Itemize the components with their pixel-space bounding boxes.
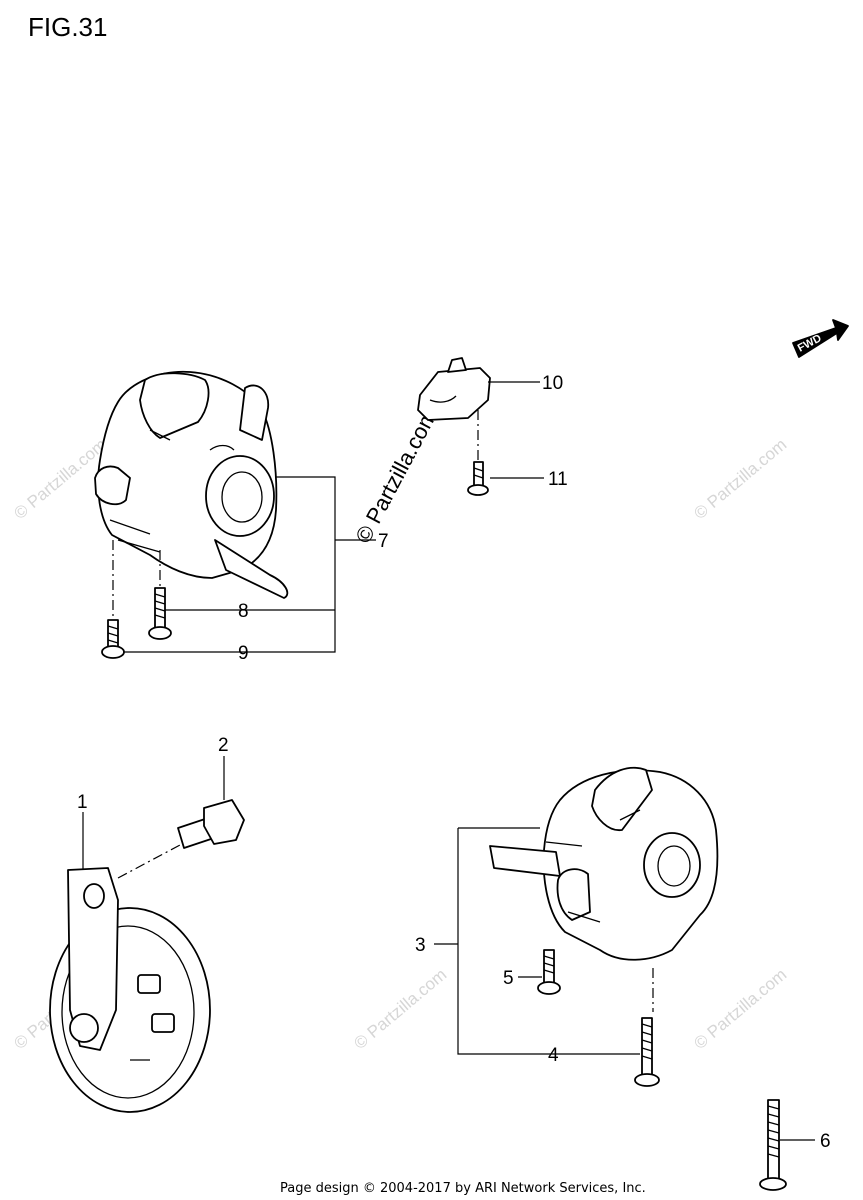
callout-6: 6	[820, 1131, 831, 1152]
left-handlebar-switch	[94, 370, 289, 599]
right-handlebar-switch	[489, 766, 719, 961]
horn-bolt	[177, 799, 245, 849]
screw-6	[759, 1099, 787, 1191]
callout-10: 10	[542, 373, 563, 394]
screw-4	[634, 1017, 660, 1087]
figure-title: FIG.31	[28, 12, 107, 42]
callout-8: 8	[238, 601, 249, 622]
switch-knob	[417, 357, 491, 421]
horn	[49, 867, 211, 1113]
callout-labels: 1 2 3 4 5 6 7 8 9 10 11	[77, 373, 831, 1152]
screw-11	[467, 461, 489, 496]
callout-7: 7	[378, 531, 389, 552]
callout-4: 4	[548, 1045, 559, 1066]
callout-2: 2	[218, 735, 229, 756]
footer-copyright: Page design © 2004-2017 by ARI Network S…	[280, 1181, 646, 1196]
callout-11: 11	[548, 469, 568, 490]
callout-5: 5	[503, 968, 514, 989]
watermark-main: © Partzilla.com	[350, 405, 442, 548]
screw-5	[537, 949, 561, 995]
screw-8	[148, 587, 172, 640]
fwd-arrow-icon: FWD	[792, 319, 849, 358]
watermark-text: © Partzilla.com	[690, 965, 790, 1053]
watermark-text: © Partzilla.com	[350, 965, 450, 1053]
callout-3: 3	[415, 935, 426, 956]
callout-9: 9	[238, 643, 249, 664]
screw-9	[101, 619, 125, 659]
watermark-text: © Partzilla.com	[690, 435, 790, 523]
callout-1: 1	[77, 792, 88, 813]
